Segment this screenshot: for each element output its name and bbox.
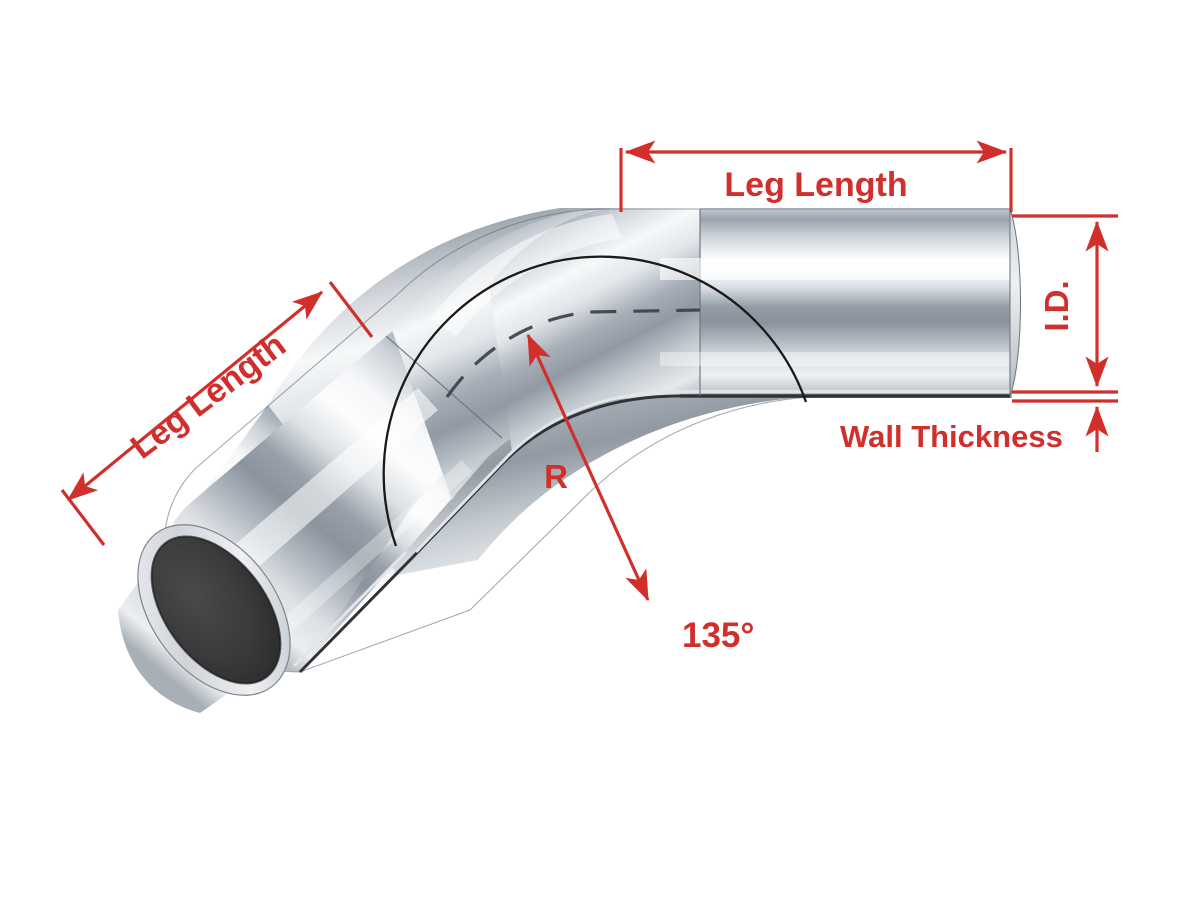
tube-end-bore: [151, 536, 281, 684]
bend-tangent-line-left: [385, 335, 503, 439]
tube-body: [118, 208, 1021, 713]
bend-centerline-dashed: [445, 308, 701, 398]
leg-length-left-extension-top: [328, 281, 374, 338]
tube-end-bore-inner-shadow: [150, 535, 282, 685]
leg-length-left-arrow-line: [66, 290, 324, 502]
inner-diameter-label: I.D.: [1038, 280, 1075, 331]
left-leg-bottom-edge-highlight: [292, 550, 408, 668]
inner-diameter-dimension: [1012, 214, 1118, 394]
highlight-streak-diagonal: [210, 388, 438, 590]
tube-right-end-face: [1009, 208, 1021, 397]
leg-length-top-label: Leg Length: [724, 166, 907, 204]
bend-radius-dimension: [526, 333, 650, 602]
bend-angle-label: 135°: [682, 616, 754, 655]
bend-angle-arc: [382, 255, 808, 547]
wall-thickness-label: Wall Thickness: [840, 419, 1063, 454]
bend-angle-arc-group: [382, 255, 808, 547]
bend-radius-label: R: [544, 458, 568, 495]
wall-thickness-dimension: [1012, 399, 1118, 452]
leg-length-top-dimension: [619, 140, 1013, 212]
bend-radius-arrow-line: [526, 333, 650, 602]
tube-right-leg: [660, 208, 1012, 398]
highlight-streak-horizontal: [660, 258, 1012, 280]
highlight-streak-diagonal-2: [258, 460, 472, 652]
dimension-annotations: [60, 140, 1118, 602]
highlight-streak-horizontal-2: [660, 352, 1012, 366]
highlight-elbow: [430, 214, 622, 336]
left-leg-bottom-edge: [298, 556, 414, 674]
leg-length-left-dimension: [60, 281, 374, 546]
